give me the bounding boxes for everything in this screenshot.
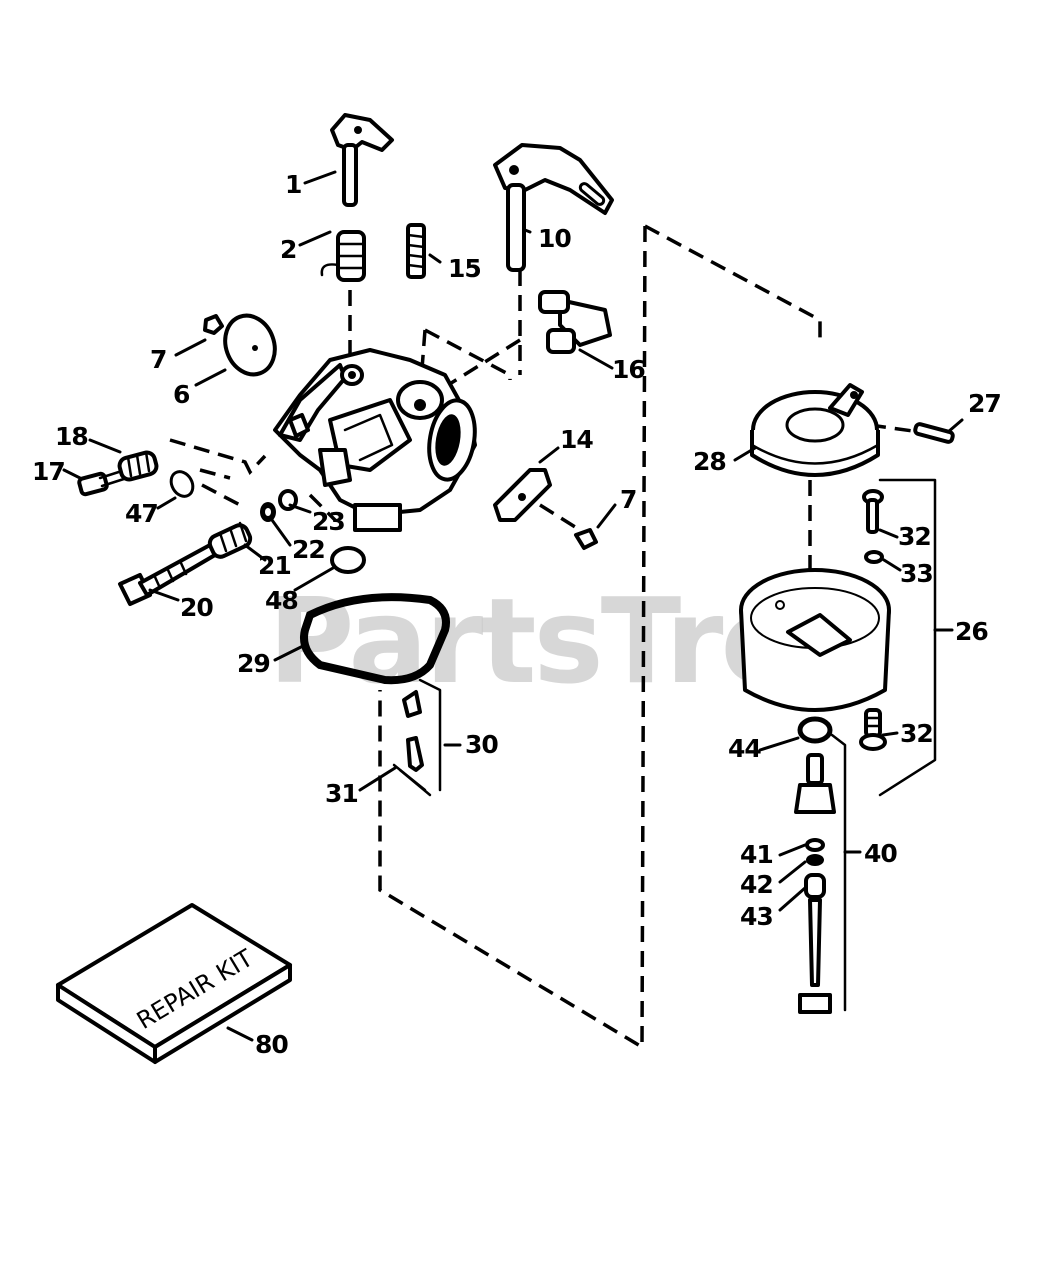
idle-spring-part-18 — [117, 450, 159, 482]
callout-41: 41 — [740, 840, 773, 869]
callout-21: 21 — [258, 551, 291, 580]
bowl-screw-part-32-lower — [859, 708, 887, 751]
callout-43: 43 — [740, 902, 773, 931]
screw-part-7-lower — [574, 528, 598, 550]
screw-part-7-upper — [203, 314, 224, 335]
callout-14: 14 — [560, 425, 593, 454]
callout-28: 28 — [693, 447, 726, 476]
callout-16: 16 — [612, 355, 645, 384]
needle-seat-part-30 — [402, 690, 424, 772]
callout-42: 42 — [740, 870, 773, 899]
float-bowl-part-26 — [739, 568, 891, 712]
callout-31: 31 — [325, 779, 358, 808]
idle-screw-part-17 — [77, 468, 129, 497]
washer-part-33 — [864, 550, 884, 564]
choke-shaft-part-10 — [493, 143, 614, 272]
spring-part-2 — [320, 230, 366, 282]
throttle-plate-part-6 — [223, 313, 277, 377]
callout-7-upper: 7 — [150, 345, 166, 374]
callout-48: 48 — [265, 586, 298, 615]
bowl-gasket-part-29 — [300, 593, 450, 685]
pin-part-27 — [913, 422, 955, 444]
callout-32-lower: 32 — [900, 719, 933, 748]
callout-22: 22 — [292, 535, 325, 564]
callout-6: 6 — [173, 380, 190, 409]
callout-17: 17 — [32, 457, 65, 486]
callout-44: 44 — [728, 734, 761, 763]
callout-26: 26 — [955, 617, 988, 646]
callout-29: 29 — [237, 649, 270, 678]
callout-40: 40 — [864, 839, 897, 868]
clip-part-31 — [392, 763, 432, 797]
choke-plate-part-14 — [493, 468, 552, 522]
callout-1: 1 — [285, 170, 301, 199]
repair-kit-part-80: REPAIR KIT — [56, 903, 292, 1064]
bowl-screw-part-32-upper — [862, 489, 884, 534]
washer-part-22 — [260, 502, 276, 522]
leader-lines — [62, 170, 964, 1042]
callout-15: 15 — [448, 254, 481, 283]
callout-numbers: 1 2 15 10 16 7 6 18 17 47 23 22 21 20 48… — [32, 170, 1002, 1059]
callout-80: 80 — [255, 1030, 288, 1059]
callout-47: 47 — [125, 499, 158, 528]
carburetor-body — [273, 348, 477, 532]
float-part-28 — [750, 383, 880, 477]
fitting-part-16 — [538, 290, 612, 354]
callout-2: 2 — [280, 235, 296, 264]
spring-part-21 — [207, 521, 253, 559]
o-ring-part-47 — [169, 470, 195, 498]
callout-32-upper: 32 — [898, 522, 931, 551]
screw-part-15 — [406, 223, 426, 279]
callout-20: 20 — [180, 593, 213, 622]
callout-30: 30 — [465, 730, 498, 759]
jet-assembly-part-40 — [794, 753, 836, 1014]
callout-10: 10 — [538, 224, 571, 253]
callout-18: 18 — [55, 422, 88, 451]
disc-part-48 — [330, 546, 366, 574]
callout-27: 27 — [968, 389, 1001, 418]
callout-33: 33 — [900, 559, 933, 588]
callout-7-lower: 7 — [620, 485, 636, 514]
gasket-part-44 — [797, 716, 833, 744]
throttle-shaft-part-1 — [330, 113, 394, 207]
callout-23: 23 — [312, 507, 345, 536]
